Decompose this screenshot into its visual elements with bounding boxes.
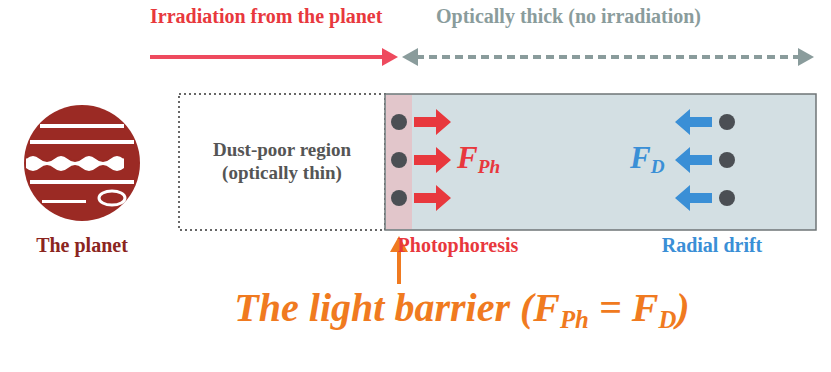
force-symbol: F xyxy=(630,140,651,175)
drift-arrows xyxy=(675,109,712,211)
arrow-head xyxy=(798,48,814,66)
optically-thick-label: Optically thick (no irradiation) xyxy=(436,5,701,28)
region-label: Dust-poor region (optically thin) xyxy=(198,139,366,185)
dust-poor-box xyxy=(179,94,385,230)
force-subscript: D xyxy=(651,156,665,177)
irradiation-label: Irradiation from the planet xyxy=(150,5,382,28)
arrow-head xyxy=(402,48,418,66)
dust-poor-region: Dust-poor region (optically thin) xyxy=(179,94,385,230)
force-subscript: Ph xyxy=(560,306,589,333)
drift-force: FD xyxy=(630,140,665,176)
force-subscript: D xyxy=(658,306,676,333)
optically-thick-arrow xyxy=(416,55,800,59)
radial-drift-label: Radial drift xyxy=(662,234,763,257)
planet-label: The planet xyxy=(36,234,128,257)
title-text: The light barrier ( xyxy=(234,285,533,330)
optically-thick-box xyxy=(385,94,816,230)
title-text: ) xyxy=(676,285,689,330)
arrow-head xyxy=(382,48,398,66)
irradiation-arrow xyxy=(150,55,384,59)
force-symbol: F xyxy=(457,140,478,175)
force-symbol: F xyxy=(533,285,560,330)
equals-sign: = xyxy=(599,285,622,330)
planet-illustration xyxy=(24,105,140,221)
photophoresis-arrows xyxy=(414,109,451,211)
optically-thick-region: FPhFD xyxy=(385,94,816,230)
photophoresis-label: Photophoresis xyxy=(398,234,519,257)
force-subscript: Ph xyxy=(478,156,500,177)
photophoresis-force: FPh xyxy=(457,140,500,176)
light-barrier-title: The light barrier (FPh=FD) xyxy=(234,284,689,331)
force-symbol: F xyxy=(632,285,659,330)
barrier-strip xyxy=(386,95,412,229)
